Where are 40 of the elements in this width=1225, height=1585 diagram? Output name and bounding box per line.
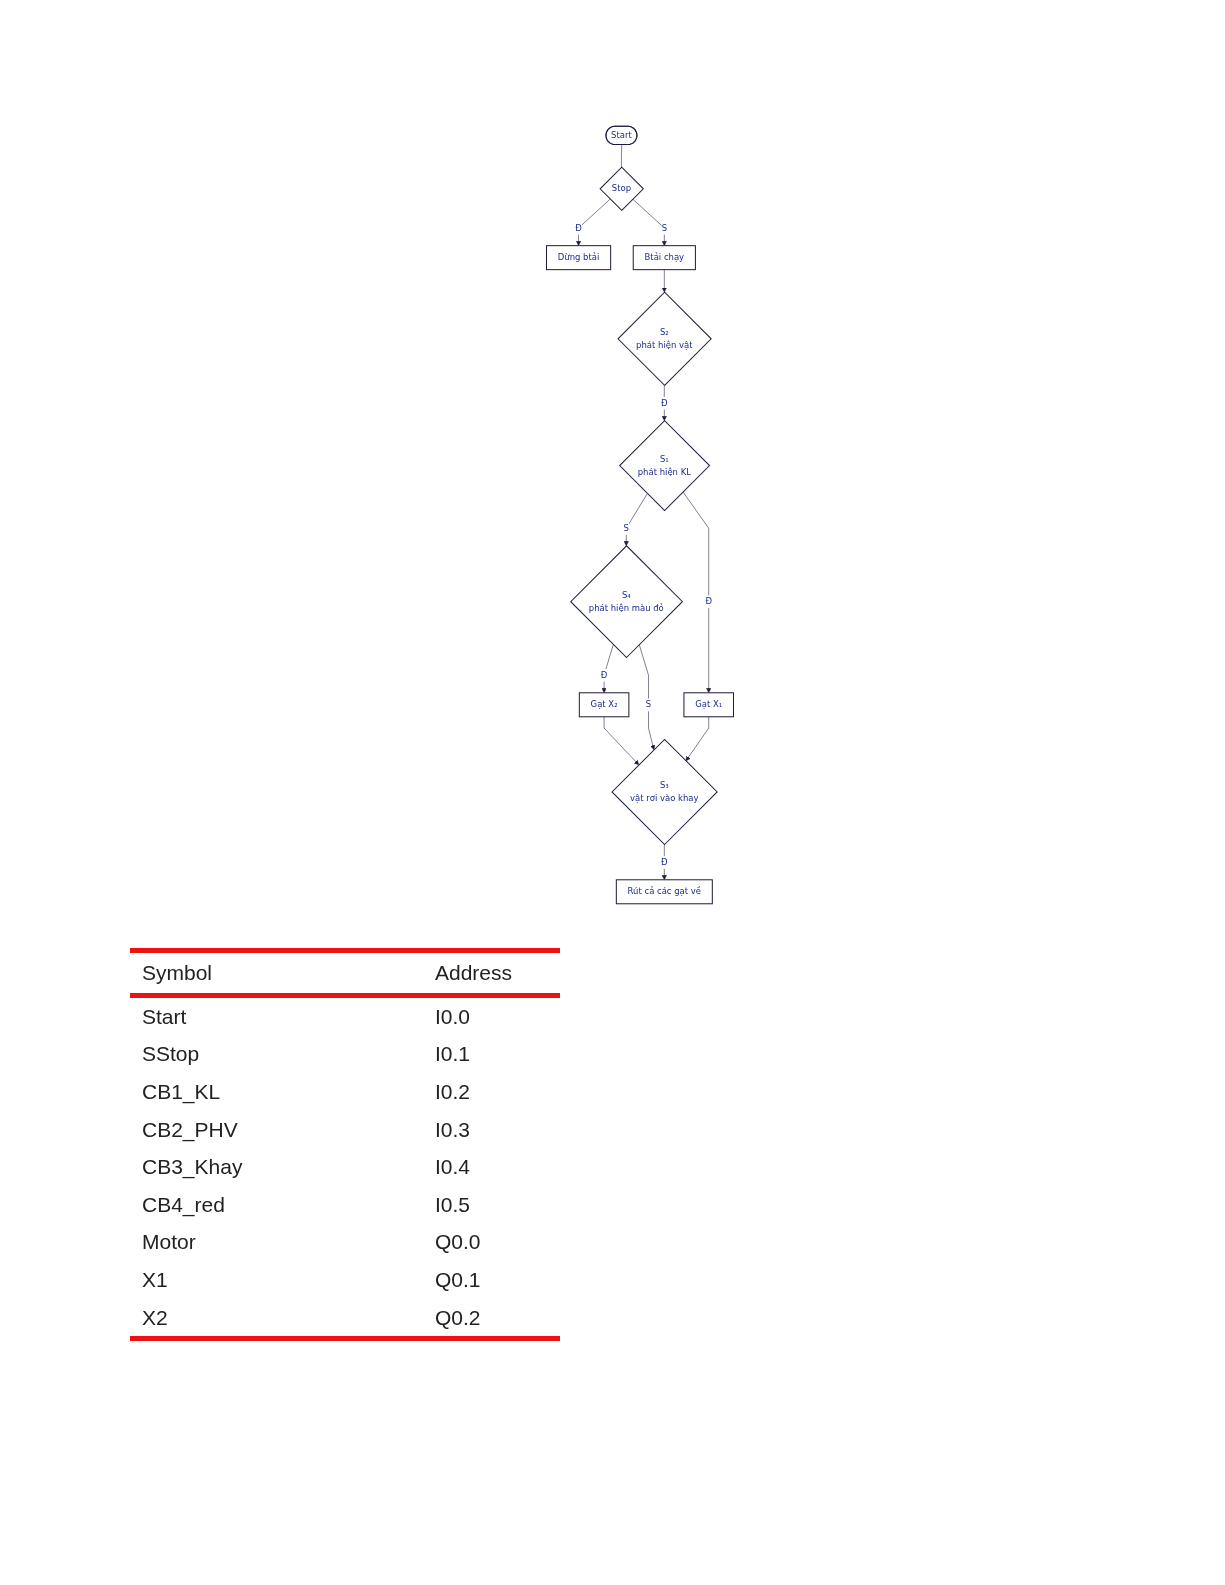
edge-label: Đ bbox=[661, 855, 668, 869]
edge-label: Đ bbox=[600, 668, 608, 682]
decision-diamond: S₂ phát hiện vật bbox=[617, 291, 712, 387]
edge-label: S bbox=[645, 698, 652, 712]
edge-label: Đ bbox=[661, 396, 668, 410]
start-terminal: Start bbox=[605, 125, 638, 146]
edge-label: Đ bbox=[705, 595, 712, 608]
table-cell: SStop bbox=[142, 1042, 200, 1066]
table-cell: I0.4 bbox=[435, 1155, 471, 1179]
table-cell: CB4_red bbox=[142, 1192, 225, 1216]
table-cell: I0.3 bbox=[435, 1117, 471, 1141]
edge-label: S bbox=[661, 221, 667, 235]
process-box: Gạt X₁ bbox=[683, 692, 734, 718]
table-cell: Start bbox=[142, 1004, 187, 1028]
table-cell: CB1_KL bbox=[142, 1080, 221, 1103]
table-cell: Q0.1 bbox=[435, 1267, 481, 1291]
table-cell: I0.0 bbox=[435, 1004, 471, 1028]
table-cell: Q0.0 bbox=[435, 1230, 481, 1254]
column-header: Symbol bbox=[142, 961, 213, 984]
decision-diamond: Stop bbox=[599, 166, 645, 212]
connector-line bbox=[621, 144, 622, 168]
decision-diamond: S₁ phát hiện KL bbox=[618, 419, 711, 512]
table-cell: CB3_Khay bbox=[142, 1155, 243, 1179]
edge-label: S bbox=[623, 521, 629, 535]
decision-diamond: S₄ phát hiện màu đỏ bbox=[570, 545, 684, 659]
column-header: Address bbox=[435, 961, 513, 984]
table-cell: X2 bbox=[142, 1305, 168, 1329]
process-box: Gạt X₂ bbox=[578, 692, 630, 718]
table-cell: I0.5 bbox=[435, 1192, 471, 1216]
process-box: Btải chạy bbox=[632, 245, 696, 271]
table-cell: X1 bbox=[142, 1267, 168, 1291]
table-cell: I0.2 bbox=[435, 1080, 471, 1103]
table-cell: I0.1 bbox=[435, 1042, 471, 1066]
table-cell: CB2_PHV bbox=[142, 1117, 238, 1141]
process-box: Dừng btải bbox=[546, 245, 612, 271]
edge-label: Đ bbox=[575, 221, 582, 235]
decision-diamond: S₃ vật rơi vào khay bbox=[611, 738, 718, 846]
table-cell: Motor bbox=[142, 1230, 196, 1254]
process-box: Rút cả các gạt về bbox=[615, 879, 713, 905]
table-cell: Q0.2 bbox=[435, 1305, 481, 1329]
